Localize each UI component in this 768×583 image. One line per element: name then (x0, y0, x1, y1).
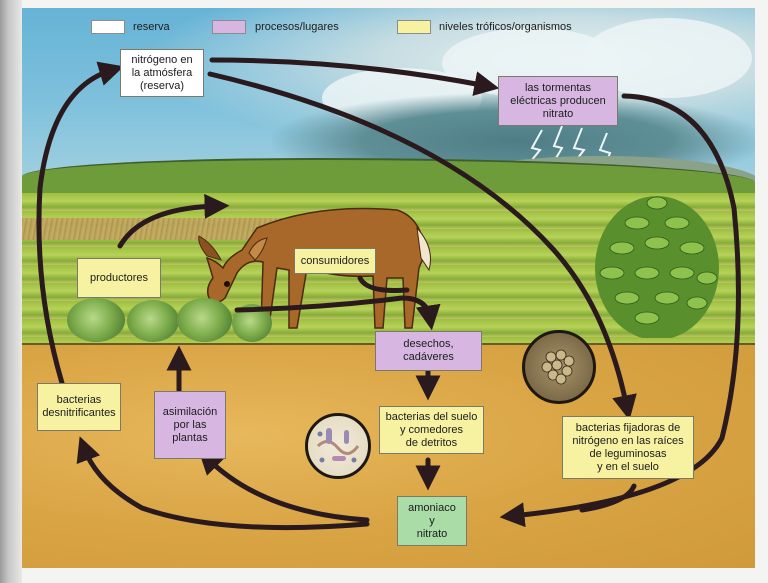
legend-swatch-organismos (397, 20, 431, 34)
node-waste-carcasses: desechos, cadáveres (375, 331, 482, 371)
node-soil-bacteria-detritivores: bacterias del suelo y comedores de detri… (379, 406, 484, 454)
legend-swatch-reserva (91, 20, 125, 34)
legend-label-organismos: niveles tróficos/organismos (439, 21, 572, 33)
soil-bacteria-magnified-icon (305, 413, 371, 479)
node-ammonia-nitrate: amoniaco y nitrato (397, 496, 467, 546)
cabbage (127, 300, 179, 342)
legend-label-reserva: reserva (133, 21, 170, 33)
node-nitrogen-fixing-bacteria: bacterias fijadoras de nitrógeno en las … (562, 416, 694, 479)
nitrogen-cycle-illustration: reserva procesos/lugares niveles trófico… (22, 8, 755, 568)
node-denitrifying-bacteria: bacterias desnitrificantes (37, 383, 121, 431)
root-nodules-magnified-icon (522, 330, 596, 404)
cabbage (67, 298, 125, 342)
node-producers: productores (77, 258, 161, 298)
legume-bush-illustration (595, 196, 719, 338)
cycle-arrows (36, 57, 741, 531)
node-consumers: consumidores (294, 248, 376, 274)
node-nitrogen-atmosphere: nitrógeno en la atmósfera (reserva) (120, 49, 204, 97)
legend-label-procesos: procesos/lugares (255, 21, 339, 33)
node-electrical-storms: las tormentas eléctricas producen nitrat… (498, 76, 618, 126)
book-spine-shadow (0, 0, 22, 583)
node-plant-assimilation: asimilación por las plantas (154, 391, 226, 459)
legend-swatch-procesos (212, 20, 246, 34)
cabbage (177, 298, 232, 342)
